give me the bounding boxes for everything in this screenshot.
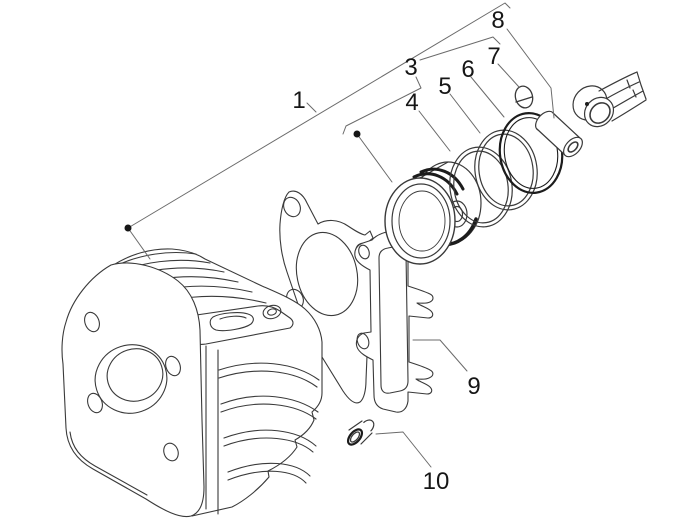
piston	[384, 161, 482, 265]
callout-7: 7	[487, 43, 500, 70]
piston-ring-2	[474, 129, 538, 211]
leader-dot-1	[124, 224, 132, 232]
oil-hole	[585, 102, 589, 106]
leader-1-dot-tail	[127, 227, 151, 260]
callout-6: 6	[461, 56, 474, 83]
callout-9: 9	[467, 373, 480, 400]
leader-1-tick	[306, 102, 317, 113]
bolt-hole	[87, 392, 103, 414]
callouts: 1 3 4 5 6 7 8 9 10	[292, 7, 504, 495]
callout-8: 8	[491, 7, 504, 34]
callout-4: 4	[405, 89, 418, 116]
bolt-hole	[163, 442, 179, 462]
bolt-hole	[165, 355, 181, 377]
rod-pin-bore	[589, 102, 611, 124]
cooling-fins-right	[218, 362, 320, 484]
leader-6	[470, 76, 505, 118]
leader-4	[418, 110, 451, 152]
leader-8	[506, 28, 555, 119]
leader-1-8-bracket	[127, 2, 511, 229]
wrist-pin	[535, 110, 583, 158]
leader-lines	[124, 2, 555, 468]
leader-dot-3	[353, 130, 361, 138]
leader-3-dot-tail	[356, 133, 393, 183]
callout-3: 3	[404, 54, 417, 81]
leader-3	[342, 76, 422, 135]
cylinder-bore	[94, 344, 168, 414]
leader-9	[412, 339, 468, 372]
cylinder-flange	[61, 262, 205, 518]
callout-1: 1	[292, 87, 305, 114]
callout-5: 5	[438, 73, 451, 100]
cylinder-block	[61, 248, 323, 518]
leader-5	[449, 93, 481, 134]
bolt-hole	[84, 311, 100, 333]
base-gasket	[354, 230, 434, 413]
callout-10: 10	[423, 468, 450, 495]
circlip	[514, 85, 534, 109]
leader-10	[375, 431, 432, 468]
connecting-rod	[572, 71, 647, 128]
leader-3-bracket	[419, 36, 501, 61]
dowel-bushing	[346, 419, 375, 446]
leader-7	[497, 63, 520, 88]
